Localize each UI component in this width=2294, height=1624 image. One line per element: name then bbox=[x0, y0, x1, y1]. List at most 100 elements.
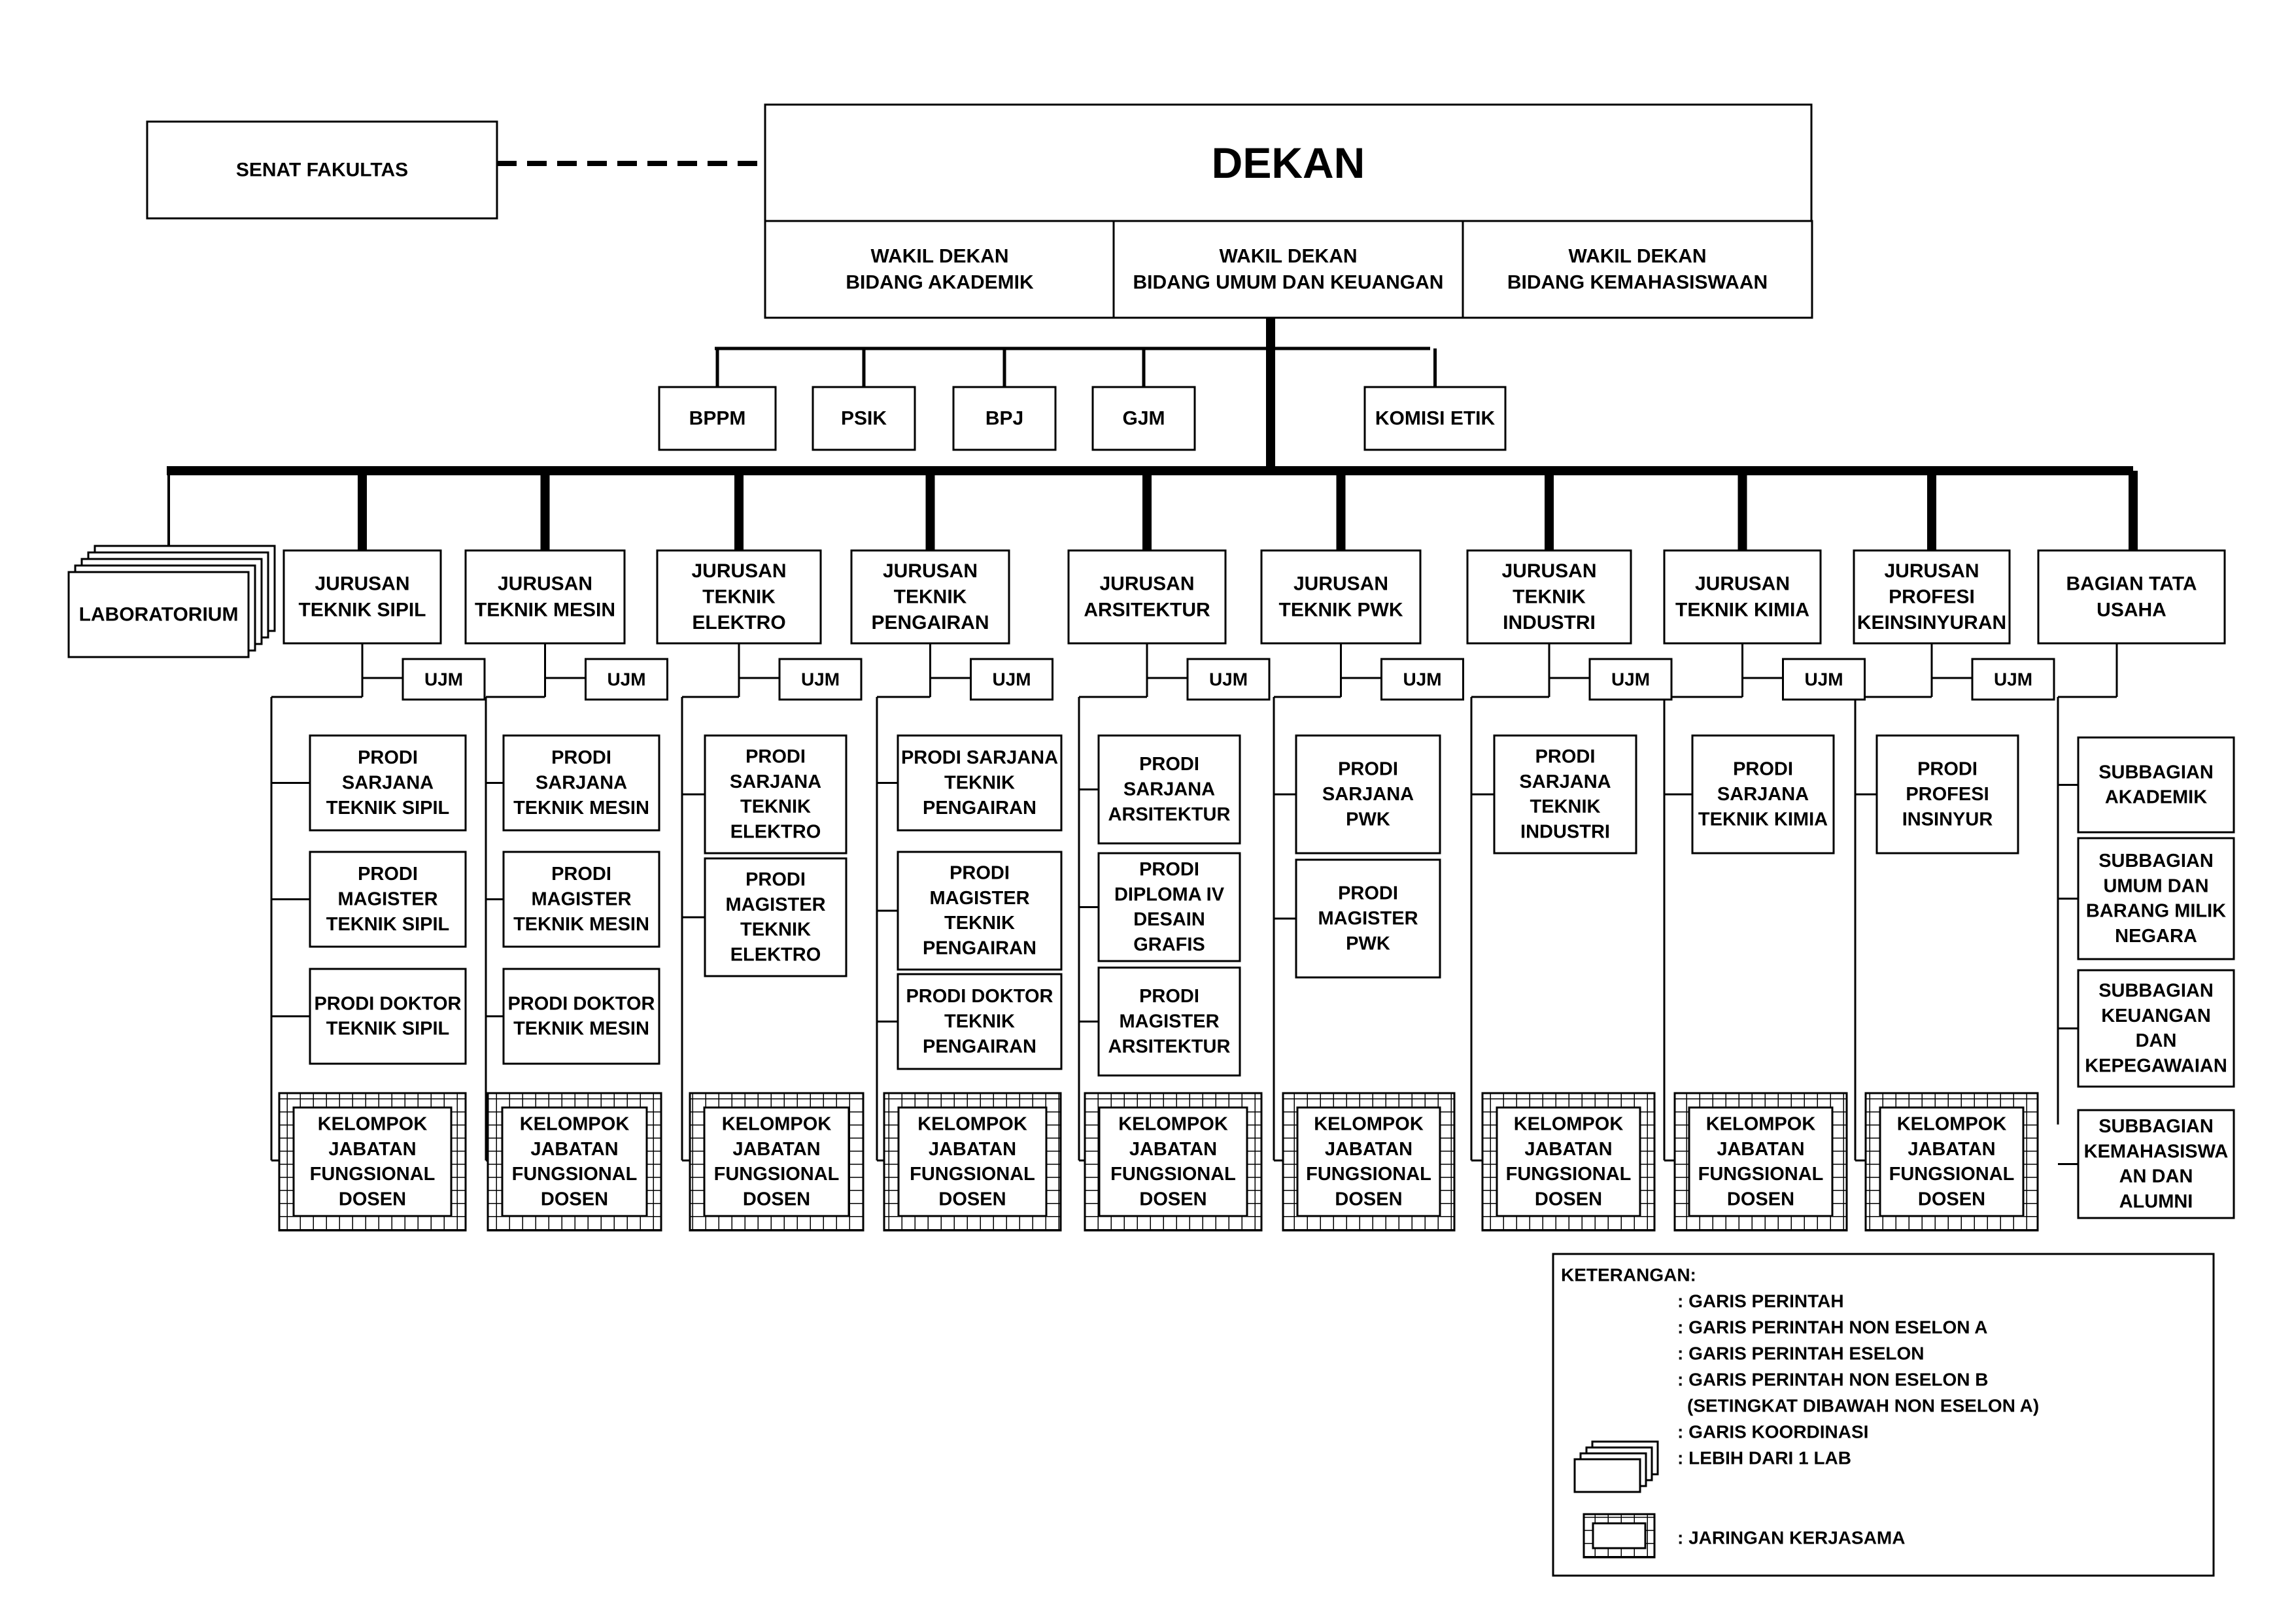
wakil-dekan-1-box bbox=[764, 220, 1116, 319]
unit-komisi-etik-box bbox=[1363, 386, 1507, 451]
unit-gjm-box bbox=[1091, 386, 1196, 451]
prodi-1-1-text-line: TEKNIK SIPIL bbox=[326, 798, 450, 819]
ujm-8-box bbox=[1782, 658, 1866, 701]
kelompok-jfd-6-text-line: KELOMPOK bbox=[1314, 1114, 1424, 1135]
subbagian-1-text-line: SUBBAGIAN bbox=[2098, 762, 2214, 783]
unit-bpj-text-line: BPJ bbox=[985, 408, 1023, 430]
kelompok-jfd-7-text-line: KELOMPOK bbox=[1514, 1114, 1624, 1135]
prodi-8-1-box bbox=[1691, 734, 1835, 854]
unit-psik-box bbox=[812, 386, 916, 451]
ujm-9-text-line: UJM bbox=[1994, 669, 2032, 690]
jurusan-3-text-line: JURUSAN bbox=[691, 560, 786, 582]
jurusan-2-text-line: JURUSAN bbox=[498, 573, 592, 595]
prodi-5-3-box bbox=[1097, 966, 1241, 1077]
prodi-2-1-box bbox=[502, 734, 660, 832]
prodi-1-1-text-line: PRODI bbox=[358, 747, 418, 768]
kelompok-jfd-6-text-line: FUNGSIONAL bbox=[1306, 1164, 1431, 1185]
jurusan-1-text-line: JURUSAN bbox=[315, 573, 409, 595]
ujm-2-box bbox=[585, 658, 668, 701]
subbagian-3-text-line: KEUANGAN bbox=[2101, 1006, 2211, 1026]
ujm-6-box bbox=[1380, 658, 1464, 701]
jurusan-4-text-line: TEKNIK bbox=[894, 586, 967, 608]
unit-psik-text: PSIK bbox=[841, 408, 887, 430]
ujm-8-text-line: UJM bbox=[1804, 669, 1843, 690]
prodi-7-1-text-line: INDUSTRI bbox=[1520, 821, 1610, 842]
prodi-8-1-text-line: PRODI bbox=[1733, 759, 1793, 780]
prodi-2-2-box bbox=[502, 851, 660, 948]
kelompok-jfd-3-text-line: FUNGSIONAL bbox=[714, 1164, 840, 1185]
prodi-5-1-box bbox=[1097, 734, 1241, 845]
kelompok-jfd-4-inner bbox=[897, 1106, 1048, 1217]
kelompok-jfd-2-text-line: FUNGSIONAL bbox=[512, 1164, 638, 1185]
prodi-9-1-text-line: PRODI bbox=[1917, 759, 1977, 780]
prodi-6-1-text-line: PWK bbox=[1346, 809, 1390, 830]
prodi-1-2-text-line: PRODI bbox=[358, 864, 418, 885]
prodi-3-2-box bbox=[704, 857, 847, 977]
subbagian-4-text-line: SUBBAGIAN bbox=[2098, 1116, 2214, 1137]
bagian-tata-usaha-text-line: BAGIAN TATA bbox=[2066, 573, 2197, 595]
prodi-7-1-box bbox=[1493, 734, 1637, 854]
ujm-7-text-line: UJM bbox=[1611, 669, 1650, 690]
kelompok-jfd-6-text-line: JABATAN bbox=[1325, 1139, 1412, 1160]
legend-box bbox=[1552, 1253, 2215, 1577]
legend-item-1: : GARIS PERINTAH bbox=[1677, 1291, 1844, 1311]
kelompok-jfd-2-inner bbox=[501, 1106, 648, 1217]
unit-gjm-text: GJM bbox=[1122, 408, 1165, 430]
jurusan-3-box bbox=[656, 549, 822, 645]
prodi-5-3-text-line: MAGISTER bbox=[1119, 1011, 1219, 1032]
dekan-text: DEKAN bbox=[1212, 139, 1365, 187]
prodi-1-3-box bbox=[309, 968, 467, 1065]
prodi-5-1-text-line: ARSITEKTUR bbox=[1108, 804, 1231, 825]
prodi-2-2-text-line: MAGISTER bbox=[531, 889, 631, 910]
ujm-3-text-line: UJM bbox=[801, 669, 840, 690]
prodi-1-3-text-line: PRODI DOKTOR bbox=[314, 993, 461, 1014]
kelompok-jfd-3-text-line: JABATAN bbox=[732, 1139, 820, 1160]
jurusan-4-box bbox=[850, 549, 1010, 645]
prodi-1-2-text-line: TEKNIK SIPIL bbox=[326, 914, 450, 935]
kelompok-jfd-4-text-line: FUNGSIONAL bbox=[910, 1164, 1035, 1185]
jurusan-5-text-line: JURUSAN bbox=[1099, 573, 1194, 595]
kelompok-jfd-1-text-line: FUNGSIONAL bbox=[310, 1164, 436, 1185]
subbagian-1-text-line: AKADEMIK bbox=[2105, 787, 2207, 808]
unit-bppm-box bbox=[658, 386, 777, 451]
ujm-4-text-line: UJM bbox=[992, 669, 1031, 690]
senat-fakultas-text: SENAT FAKULTAS bbox=[236, 160, 408, 181]
kelompok-jfd-2-text-line: KELOMPOK bbox=[520, 1114, 630, 1135]
ujm-1-box bbox=[402, 658, 486, 701]
jurusan-7-text-line: JURUSAN bbox=[1501, 560, 1596, 582]
prodi-5-2-text-line: DIPLOMA IV bbox=[1114, 884, 1225, 905]
jurusan-5-text-line: ARSITEKTUR bbox=[1084, 599, 1210, 620]
laboratorium-text: LABORATORIUM bbox=[79, 604, 239, 626]
bagian-tata-usaha-box bbox=[2037, 549, 2226, 645]
kelompok-jfd-1-text-line: DOSEN bbox=[339, 1189, 406, 1210]
ujm-1-text: UJM bbox=[424, 669, 463, 690]
jurusan-9-box bbox=[1853, 549, 2011, 645]
jurusan-1-box bbox=[282, 549, 442, 645]
subbagian-2-text-line: NEGARA bbox=[2115, 926, 2197, 947]
prodi-3-2-text-line: TEKNIK bbox=[740, 919, 811, 940]
kelompok-jfd-3-inner bbox=[703, 1106, 850, 1217]
dekan-text-line: DEKAN bbox=[1212, 139, 1365, 187]
